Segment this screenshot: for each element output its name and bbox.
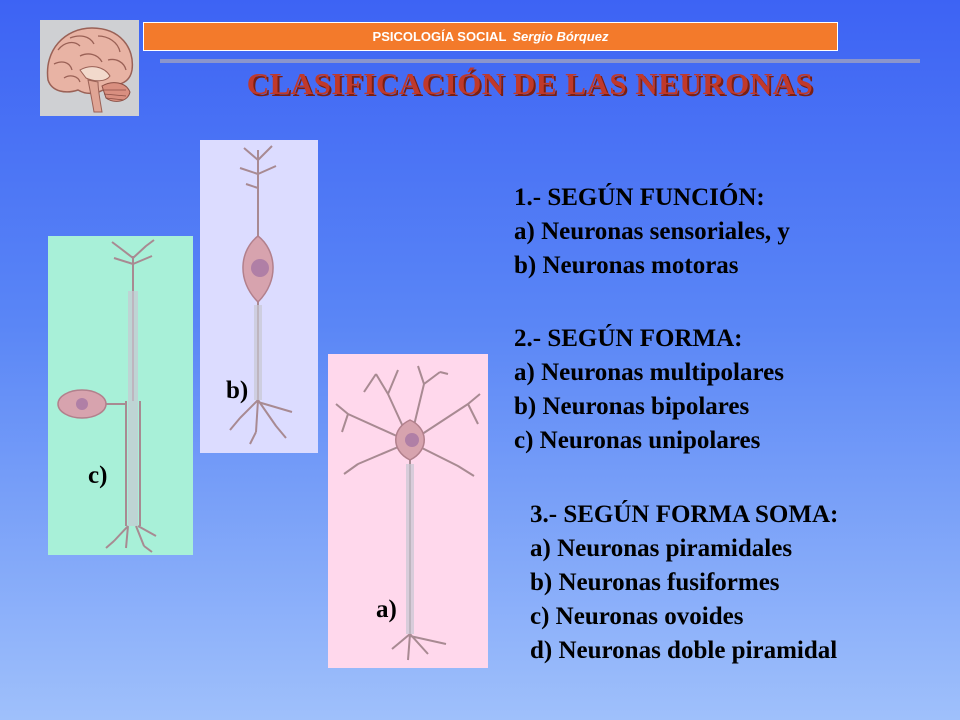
section-heading: 2.- SEGÚN FORMA: <box>514 325 743 352</box>
list-item: c) Neuronas ovoides <box>530 603 744 630</box>
multipolar-label: a) <box>376 596 397 623</box>
list-item: a) Neuronas multipolares <box>514 359 784 386</box>
list-item: a) Neuronas piramidales <box>530 535 793 562</box>
bipolar-neuron-panel <box>200 140 318 453</box>
section-form: 2.- SEGÚN FORMA: a) Neuronas multipolare… <box>514 322 784 458</box>
list-item: c) Neuronas unipolares <box>514 427 761 454</box>
brain-logo <box>40 20 139 116</box>
header-divider <box>160 59 920 63</box>
list-item: b) Neuronas motoras <box>514 252 739 279</box>
bipolar-label: b) <box>226 377 249 404</box>
multipolar-neuron-image <box>328 354 488 668</box>
page-title: CLASIFICACIÓN DE LAS NEURONAS <box>246 66 814 101</box>
bipolar-neuron-image <box>200 140 318 453</box>
unipolar-neuron-panel <box>48 236 193 555</box>
header-bar: PSICOLOGÍA SOCIAL Sergio Bórquez <box>143 22 838 51</box>
section-soma-form: 3.- SEGÚN FORMA SOMA: a) Neuronas pirami… <box>530 498 838 668</box>
multipolar-neuron-panel <box>328 354 488 668</box>
list-item: d) Neuronas doble piramidal <box>530 637 838 664</box>
section-heading: 3.- SEGÚN FORMA SOMA: <box>530 501 839 528</box>
unipolar-neuron-image <box>48 236 193 555</box>
list-item: a) Neuronas sensoriales, y <box>514 218 790 245</box>
author-name: Sergio Bórquez <box>512 29 609 44</box>
brain-icon <box>40 20 139 116</box>
list-item: b) Neuronas bipolares <box>514 393 750 420</box>
unipolar-label: c) <box>88 462 108 489</box>
section-heading: 1.- SEGÚN FUNCIÓN: <box>514 184 765 211</box>
list-item: b) Neuronas fusiformes <box>530 569 780 596</box>
section-function: 1.- SEGÚN FUNCIÓN: a) Neuronas sensorial… <box>514 181 790 283</box>
course-name: PSICOLOGÍA SOCIAL <box>372 29 507 44</box>
